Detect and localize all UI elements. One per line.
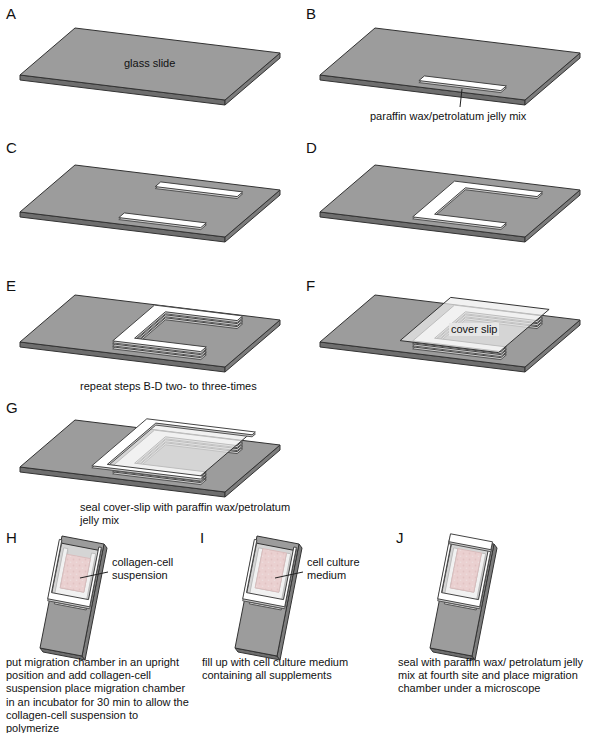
step-note: repeat steps B-D two- to three-times xyxy=(80,380,280,393)
panel-letter: D xyxy=(306,140,317,155)
step-note: seal cover-slip with paraffin wax/petrol… xyxy=(80,501,310,527)
part-label: cover slip xyxy=(449,323,499,336)
glass-slide xyxy=(320,165,580,237)
panel-letter: F xyxy=(306,278,315,293)
part-label: cell culture medium xyxy=(307,556,389,582)
part-label: glass slide xyxy=(124,57,175,70)
panel-letter: I xyxy=(200,530,204,545)
glass-slide xyxy=(20,28,280,100)
leader-line xyxy=(275,572,303,578)
part-label: paraffin wax/petrolatum jelly mix xyxy=(370,110,570,123)
panel-letter: B xyxy=(306,6,316,21)
wax-strip xyxy=(155,182,243,197)
glass-slide xyxy=(20,165,280,237)
wax-frame xyxy=(413,181,543,228)
wax-strip xyxy=(449,534,493,550)
panel-letter: A xyxy=(6,6,16,21)
step-caption: fill up with cell culture medium contain… xyxy=(202,656,388,682)
panel-letter: E xyxy=(6,278,16,293)
glass-slide xyxy=(20,295,280,367)
glass-slide xyxy=(235,536,299,656)
panel-letter: H xyxy=(6,530,17,545)
cover-slip xyxy=(400,297,549,352)
step-caption: seal with paraffin wax/ petrolatum jelly… xyxy=(398,656,594,696)
leader-line xyxy=(80,572,108,578)
wax-frame xyxy=(113,305,243,352)
glass-slide xyxy=(430,536,494,656)
panel-letter: J xyxy=(396,530,404,545)
wax-strip xyxy=(119,213,207,228)
glass-slide xyxy=(320,295,580,367)
panel-letter: C xyxy=(6,140,17,155)
leader-line xyxy=(460,89,462,107)
wax-seal xyxy=(48,539,102,606)
glass-slide xyxy=(320,28,580,100)
wax-strip xyxy=(419,76,507,91)
wax-seal xyxy=(243,539,297,606)
panel-letter: G xyxy=(6,400,18,415)
wax-seal xyxy=(92,419,256,479)
part-label: collagen-cell suspension xyxy=(112,556,194,582)
glass-slide xyxy=(40,536,104,656)
step-caption: put migration chamber in an upright posi… xyxy=(6,656,194,733)
